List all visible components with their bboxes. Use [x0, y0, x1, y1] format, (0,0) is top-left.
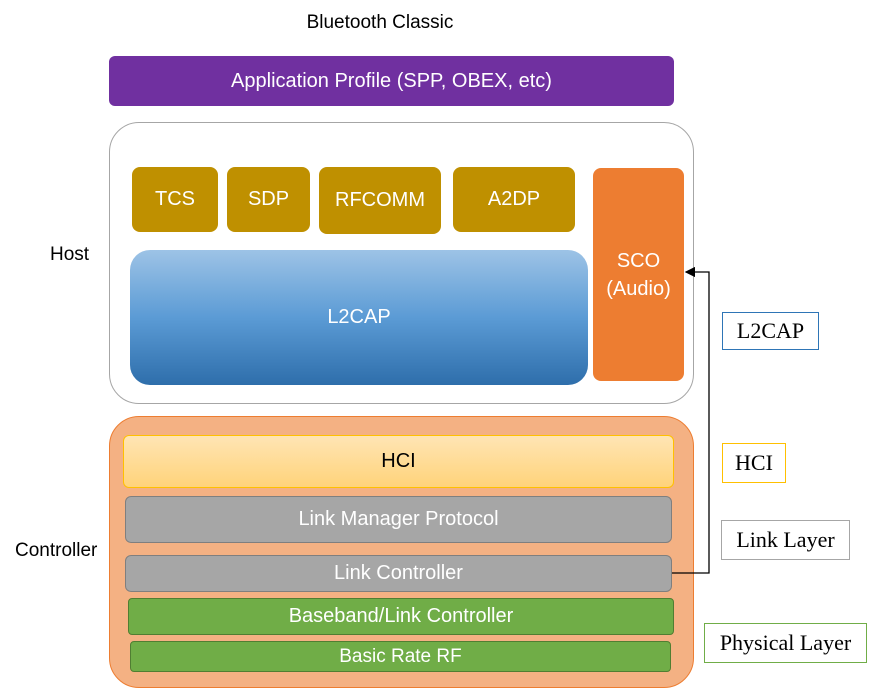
sdp-block: SDP: [227, 167, 310, 232]
link-controller-block: Link Controller: [125, 555, 672, 592]
hci-block: HCI: [123, 435, 674, 488]
side-label-link-layer: Link Layer: [721, 520, 850, 560]
side-label-physical-layer: Physical Layer: [704, 623, 867, 663]
tcs-block: TCS: [132, 167, 218, 232]
baseband-block: Baseband/Link Controller: [128, 598, 674, 635]
side-label-hci: HCI: [722, 443, 786, 483]
sco-audio-label: (Audio): [606, 277, 671, 300]
connector-line: [672, 266, 710, 574]
rfcomm-block: RFCOMM: [319, 167, 441, 234]
link-manager-protocol-block: Link Manager Protocol: [125, 496, 672, 543]
l2cap-block: L2CAP: [130, 250, 588, 385]
sco-audio-block: SCO (Audio): [593, 168, 684, 381]
application-profile-block: Application Profile (SPP, OBEX, etc): [109, 56, 674, 106]
a2dp-block: A2DP: [453, 167, 575, 232]
host-label: Host: [50, 244, 90, 265]
controller-label: Controller: [15, 540, 98, 561]
sco-label: SCO: [616, 249, 661, 272]
basic-rate-rf-block: Basic Rate RF: [130, 641, 671, 672]
diagram-title: Bluetooth Classic: [306, 12, 454, 33]
side-label-l2cap: L2CAP: [722, 312, 819, 350]
